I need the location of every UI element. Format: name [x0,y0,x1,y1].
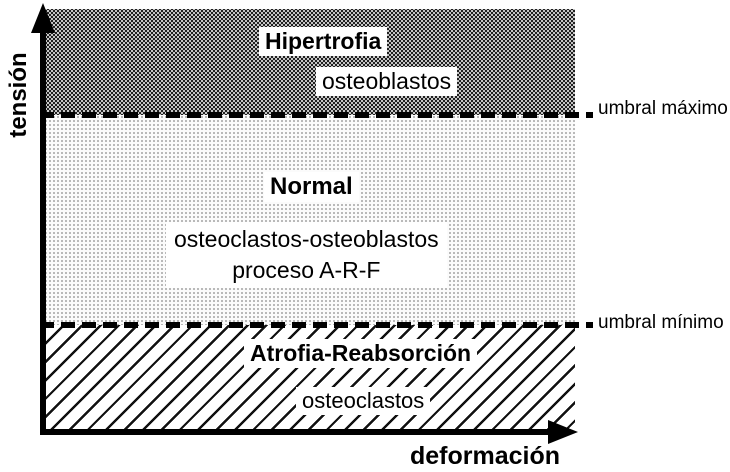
x-axis-line [40,429,550,435]
y-axis-title: tensión [5,52,32,138]
zone-normal-subtitle: osteoclastos-osteoblastos proceso A-R-F [166,222,447,288]
zone-normal-band [44,115,575,325]
zone-normal-subtitle-line2: proceso A-R-F [232,257,381,283]
y-axis-arrow-icon [31,3,55,33]
zone-atrofia-title: Atrofia-Reabsorción [244,339,478,368]
y-axis-line [40,26,46,435]
zone-hipertrofia-title: Hipertrofia [259,27,388,56]
x-axis-title: deformación [410,442,561,470]
umbral-minimo-label: umbral mínimo [598,312,724,333]
zone-atrofia-subtitle: osteoclastos [296,387,431,415]
zone-normal-title: Normal [264,172,359,202]
x-axis-arrow-icon [548,420,578,444]
umbral-maximo-line [40,112,593,118]
zone-normal-subtitle-line1: osteoclastos-osteoblastos [174,226,439,252]
zone-hipertrofia-band [44,9,575,115]
zone-hipertrofia-subtitle: osteoblastos [316,67,458,96]
umbral-maximo-label: umbral máximo [598,98,728,119]
umbral-minimo-line [40,322,593,328]
